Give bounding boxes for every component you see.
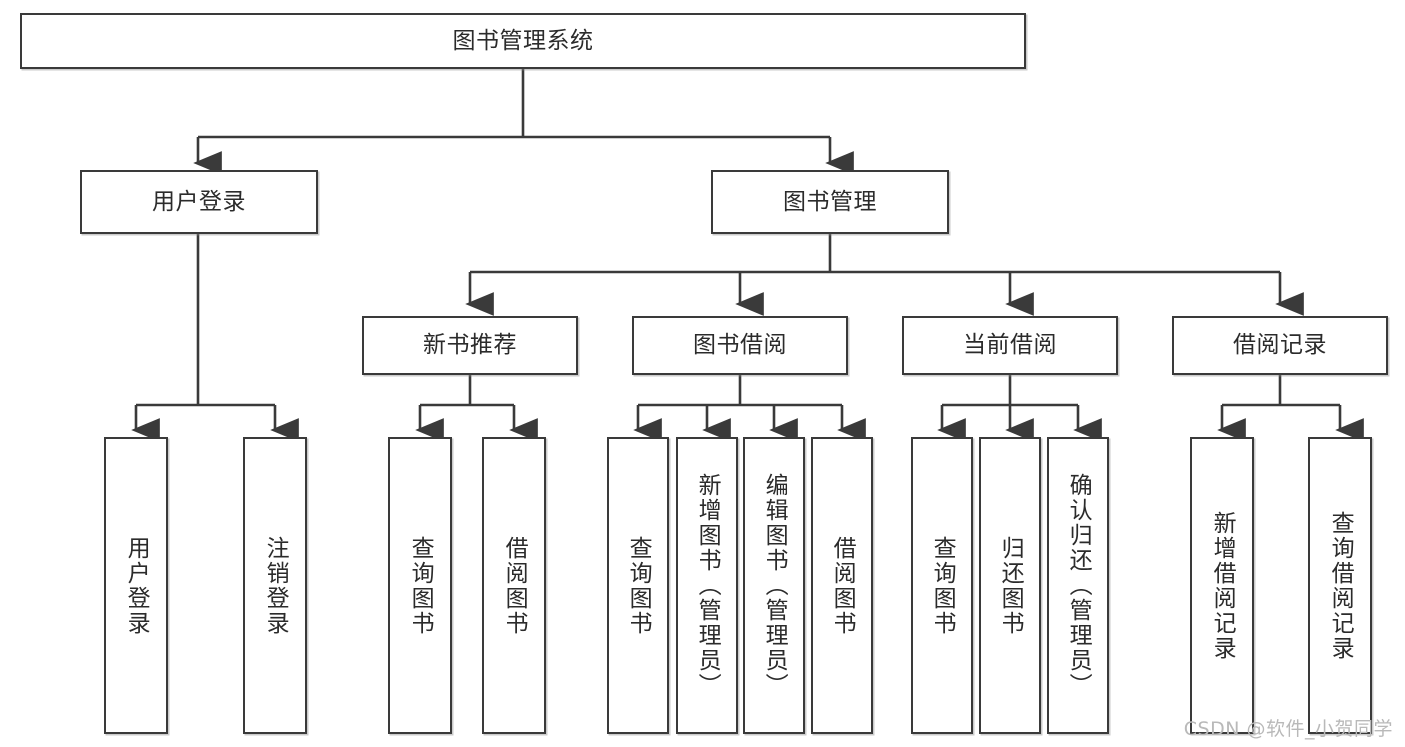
node-borrow-record-label: 借阅记录 — [1233, 332, 1327, 359]
node-leaf-confirm-return-label: 确认归还（管理员） — [1065, 473, 1092, 698]
node-leaf-query-record-label: 查询借阅记录 — [1327, 510, 1354, 661]
node-book-borrow[interactable]: 图书借阅 — [632, 316, 848, 375]
node-new-book-recommend-label: 新书推荐 — [423, 332, 517, 359]
node-current-borrow-label: 当前借阅 — [963, 332, 1057, 359]
node-leaf-add-book-label: 新增图书（管理员） — [694, 473, 721, 698]
node-current-borrow[interactable]: 当前借阅 — [902, 316, 1118, 375]
node-book-manage-label: 图书管理 — [783, 188, 877, 215]
node-leaf-edit-book[interactable]: 编辑图书（管理员） — [743, 437, 805, 734]
node-new-book-recommend[interactable]: 新书推荐 — [362, 316, 578, 375]
node-borrow-record[interactable]: 借阅记录 — [1172, 316, 1388, 375]
csdn-watermark: CSDN @软件_小贺同学 — [1183, 718, 1393, 740]
node-root[interactable]: 图书管理系统 — [20, 13, 1026, 69]
node-leaf-confirm-return[interactable]: 确认归还（管理员） — [1047, 437, 1109, 734]
node-leaf-user-login[interactable]: 用户登录 — [104, 437, 168, 734]
node-leaf-query-book-3[interactable]: 查询图书 — [911, 437, 973, 734]
node-leaf-add-record-label: 新增借阅记录 — [1209, 510, 1236, 661]
node-leaf-query-book-1-label: 查询图书 — [407, 535, 434, 636]
node-leaf-user-login-label: 用户登录 — [123, 535, 150, 636]
node-leaf-return-book[interactable]: 归还图书 — [979, 437, 1041, 734]
node-leaf-add-book[interactable]: 新增图书（管理员） — [676, 437, 738, 734]
node-book-manage[interactable]: 图书管理 — [711, 170, 949, 234]
node-leaf-borrow-book-1[interactable]: 借阅图书 — [482, 437, 546, 734]
node-leaf-query-record[interactable]: 查询借阅记录 — [1308, 437, 1372, 734]
node-leaf-user-logout-label: 注销登录 — [262, 535, 289, 636]
node-user-login[interactable]: 用户登录 — [80, 170, 318, 234]
node-leaf-add-record[interactable]: 新增借阅记录 — [1190, 437, 1254, 734]
node-leaf-query-book-2[interactable]: 查询图书 — [607, 437, 669, 734]
node-leaf-query-book-1[interactable]: 查询图书 — [388, 437, 452, 734]
node-leaf-user-logout[interactable]: 注销登录 — [243, 437, 307, 734]
node-user-login-label: 用户登录 — [152, 188, 246, 215]
node-leaf-borrow-book-2[interactable]: 借阅图书 — [811, 437, 873, 734]
node-leaf-borrow-book-2-label: 借阅图书 — [829, 535, 856, 636]
node-root-label: 图书管理系统 — [452, 27, 594, 54]
node-leaf-query-book-2-label: 查询图书 — [625, 535, 652, 636]
node-leaf-borrow-book-1-label: 借阅图书 — [501, 535, 528, 636]
node-leaf-edit-book-label: 编辑图书（管理员） — [761, 473, 788, 698]
node-book-borrow-label: 图书借阅 — [693, 332, 787, 359]
node-leaf-query-book-3-label: 查询图书 — [929, 535, 956, 636]
node-leaf-return-book-label: 归还图书 — [997, 535, 1024, 636]
